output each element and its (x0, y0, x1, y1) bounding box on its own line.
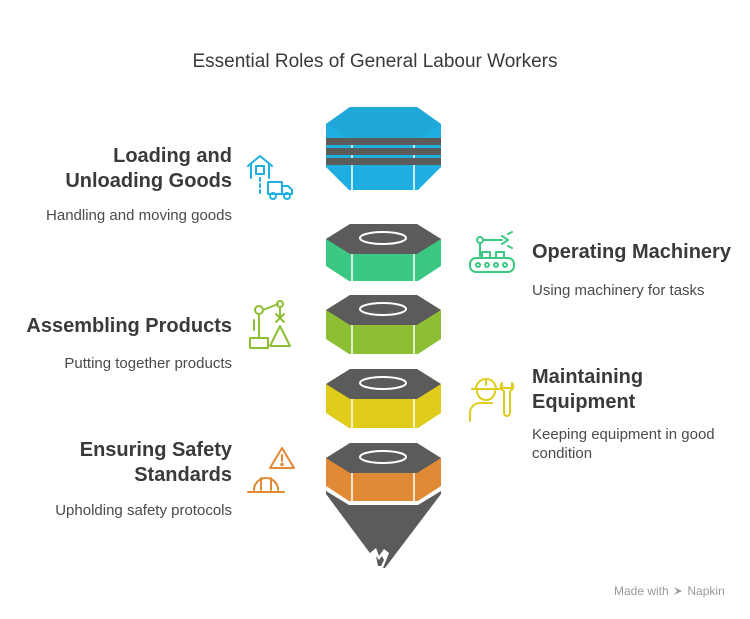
warehouse-truck-icon (247, 155, 293, 200)
role-desc-loading: Handling and moving goods (46, 207, 232, 224)
role-label-loading: Loading and Unloading Goods (65, 145, 232, 192)
hardhat-warning-icon (247, 447, 295, 493)
role-desc-safety: Upholding safety protocols (55, 502, 232, 519)
stack-segment-assembling (326, 295, 441, 354)
role-desc-assembling: Putting together products (64, 355, 232, 372)
stack-segment-operating (326, 224, 441, 281)
worker-wrench-icon (469, 378, 515, 422)
role-desc-operating: Using machinery for tasks (532, 282, 705, 299)
stack-segment-loading (326, 107, 441, 190)
role-desc-maintaining: Keeping equipment in good condition (532, 426, 715, 462)
napkin-logo-icon (674, 586, 683, 595)
stack-segment-safety (326, 443, 441, 501)
role-label-assembling: Assembling Products (26, 315, 232, 337)
page-title: Essential Roles of General Labour Worker… (192, 51, 558, 72)
role-label-safety: Ensuring Safety Standards (79, 439, 232, 486)
conveyor-robot-icon (469, 231, 515, 273)
napkin-brand: Napkin (687, 583, 725, 598)
footer-attribution[interactable]: Made with Napkin (614, 583, 725, 598)
robot-arm-icon (249, 300, 291, 349)
role-label-maintaining: Maintaining Equipment (532, 366, 644, 413)
role-label-operating: Operating Machinery (532, 241, 731, 263)
made-with-text: Made with (614, 583, 669, 598)
stack-segment-maintaining (326, 369, 441, 428)
pencil-tip (326, 491, 441, 568)
